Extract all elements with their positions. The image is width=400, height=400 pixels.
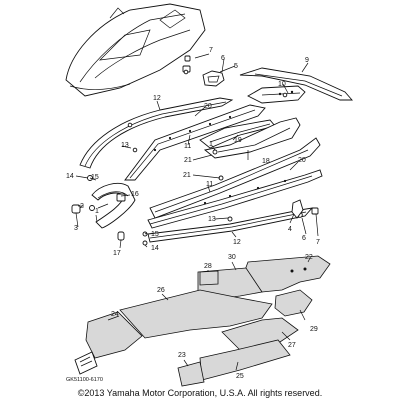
clip-part	[184, 55, 191, 62]
mat-26	[119, 289, 273, 339]
callout-30: 30	[228, 254, 236, 261]
callout-15: 15	[91, 174, 99, 181]
mat-29	[274, 289, 313, 317]
drawing-code: GK51100-6170	[66, 377, 103, 383]
mat-23	[177, 361, 205, 387]
upper-rail	[239, 67, 353, 101]
watercraft-hull	[65, 3, 206, 97]
callout-labels: 7 6 5 9 10 12 20 11 13 19 1 21 18 20 14 …	[66, 47, 320, 383]
fasteners	[71, 69, 319, 246]
callout-29: 29	[310, 326, 318, 333]
side-rail-upper	[124, 104, 266, 181]
callout-12: 12	[153, 95, 161, 102]
callout-11: 11	[206, 181, 213, 188]
warning-tag	[74, 351, 98, 375]
callout-2: 2	[80, 203, 84, 210]
callout-4: 4	[288, 226, 292, 233]
callout-25: 25	[236, 373, 244, 380]
callout-13: 13	[121, 142, 129, 149]
rail-10	[247, 85, 306, 104]
callout-7: 7	[316, 239, 320, 246]
callout-14: 14	[66, 173, 74, 180]
callout-6: 6	[221, 55, 225, 62]
callout-10: 10	[278, 81, 286, 88]
callout-18: 18	[262, 158, 270, 165]
callout-11: 11	[184, 143, 191, 150]
callout-5: 5	[234, 63, 238, 70]
callout-7: 7	[209, 47, 213, 54]
callout-12: 12	[233, 239, 241, 246]
callout-21: 21	[183, 172, 191, 179]
callout-1: 1	[95, 208, 99, 215]
callout-1: 1	[209, 141, 213, 148]
callout-17: 17	[113, 250, 121, 257]
long-rail-lower	[147, 207, 314, 243]
leader-lines	[75, 53, 319, 249]
side-rail-lower	[147, 137, 323, 229]
mat-leader-lines	[107, 257, 311, 371]
callout-6: 6	[302, 235, 306, 242]
long-rail-upper	[79, 97, 234, 169]
callout-13: 13	[208, 216, 216, 223]
front-bumper	[91, 183, 136, 229]
callout-16: 16	[131, 191, 139, 198]
callout-14: 14	[151, 245, 159, 252]
callout-22: 22	[305, 254, 313, 261]
callout-3: 3	[74, 225, 78, 232]
grab-handle	[202, 70, 225, 87]
floor-mats	[85, 255, 331, 387]
callout-24: 24	[111, 311, 119, 318]
callout-15: 15	[151, 231, 159, 238]
callout-19: 19	[234, 137, 242, 144]
callout-23: 23	[178, 352, 186, 359]
mat-24	[85, 311, 143, 359]
callout-21: 21	[184, 157, 192, 164]
callout-9: 9	[305, 57, 309, 64]
side-cover-18	[203, 117, 301, 159]
mat-28	[199, 270, 219, 286]
copyright-notice: ©2013 Yamaha Motor Corporation, U.S.A. A…	[77, 388, 323, 398]
callout-20: 20	[298, 157, 306, 164]
callout-26: 26	[157, 287, 165, 294]
callout-28: 28	[204, 263, 212, 270]
callout-20: 20	[204, 103, 212, 110]
callout-27: 27	[288, 342, 296, 349]
